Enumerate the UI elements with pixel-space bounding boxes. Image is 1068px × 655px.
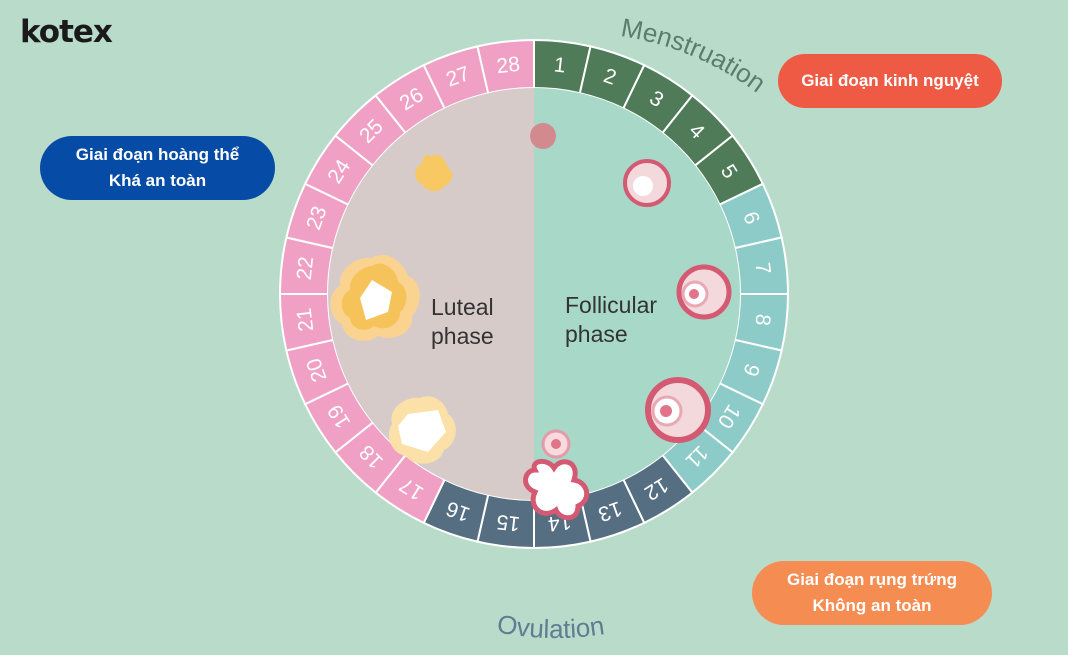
ovulation-callout-line-2: Không an toàn <box>812 596 932 615</box>
menstruation-callout-line-1: Giai đoạn kinh nguyệt <box>801 71 979 90</box>
follicular-phase-label: Follicular phase <box>565 292 663 347</box>
corpus-luteum-small-icon <box>415 154 453 192</box>
day-label-8: 8 <box>750 313 774 327</box>
follicle-large-icon <box>645 377 711 443</box>
kotex-logo: kotex <box>20 14 113 50</box>
corpus-luteum-large-icon <box>330 254 420 341</box>
day-label-28: 28 <box>495 53 521 78</box>
day-label-7: 7 <box>750 261 774 275</box>
luteal-half <box>328 88 534 500</box>
ovulation-arc-label: Ovulation <box>495 609 606 645</box>
luteal-phase-label: Luteal phase <box>431 294 500 349</box>
follicle-medium-icon <box>676 264 732 320</box>
menstrual-blood-icon <box>530 123 556 149</box>
follicle-small-icon <box>623 159 671 207</box>
ovulation-follicle-icon <box>523 429 590 521</box>
luteal-callout-line-2: Khá an toàn <box>108 171 207 190</box>
day-label-15: 15 <box>495 510 521 535</box>
menstruation-callout: Giai đoạn kinh nguyệt <box>778 54 1002 108</box>
ovulation-callout: Giai đoạn rụng trứng Không an toàn <box>752 561 992 625</box>
luteal-callout-line-1: Giai đoạn hoàng thể <box>75 145 240 164</box>
day-label-21: 21 <box>293 307 318 333</box>
luteal-phase-callout: Giai đoạn hoàng thể Khá an toàn <box>40 136 275 200</box>
corpus-luteum-regressing-icon <box>388 396 456 464</box>
ovulation-callout-line-1: Giai đoạn rụng trứng <box>786 570 958 589</box>
day-label-22: 22 <box>293 255 318 281</box>
day-label-1: 1 <box>553 53 567 77</box>
